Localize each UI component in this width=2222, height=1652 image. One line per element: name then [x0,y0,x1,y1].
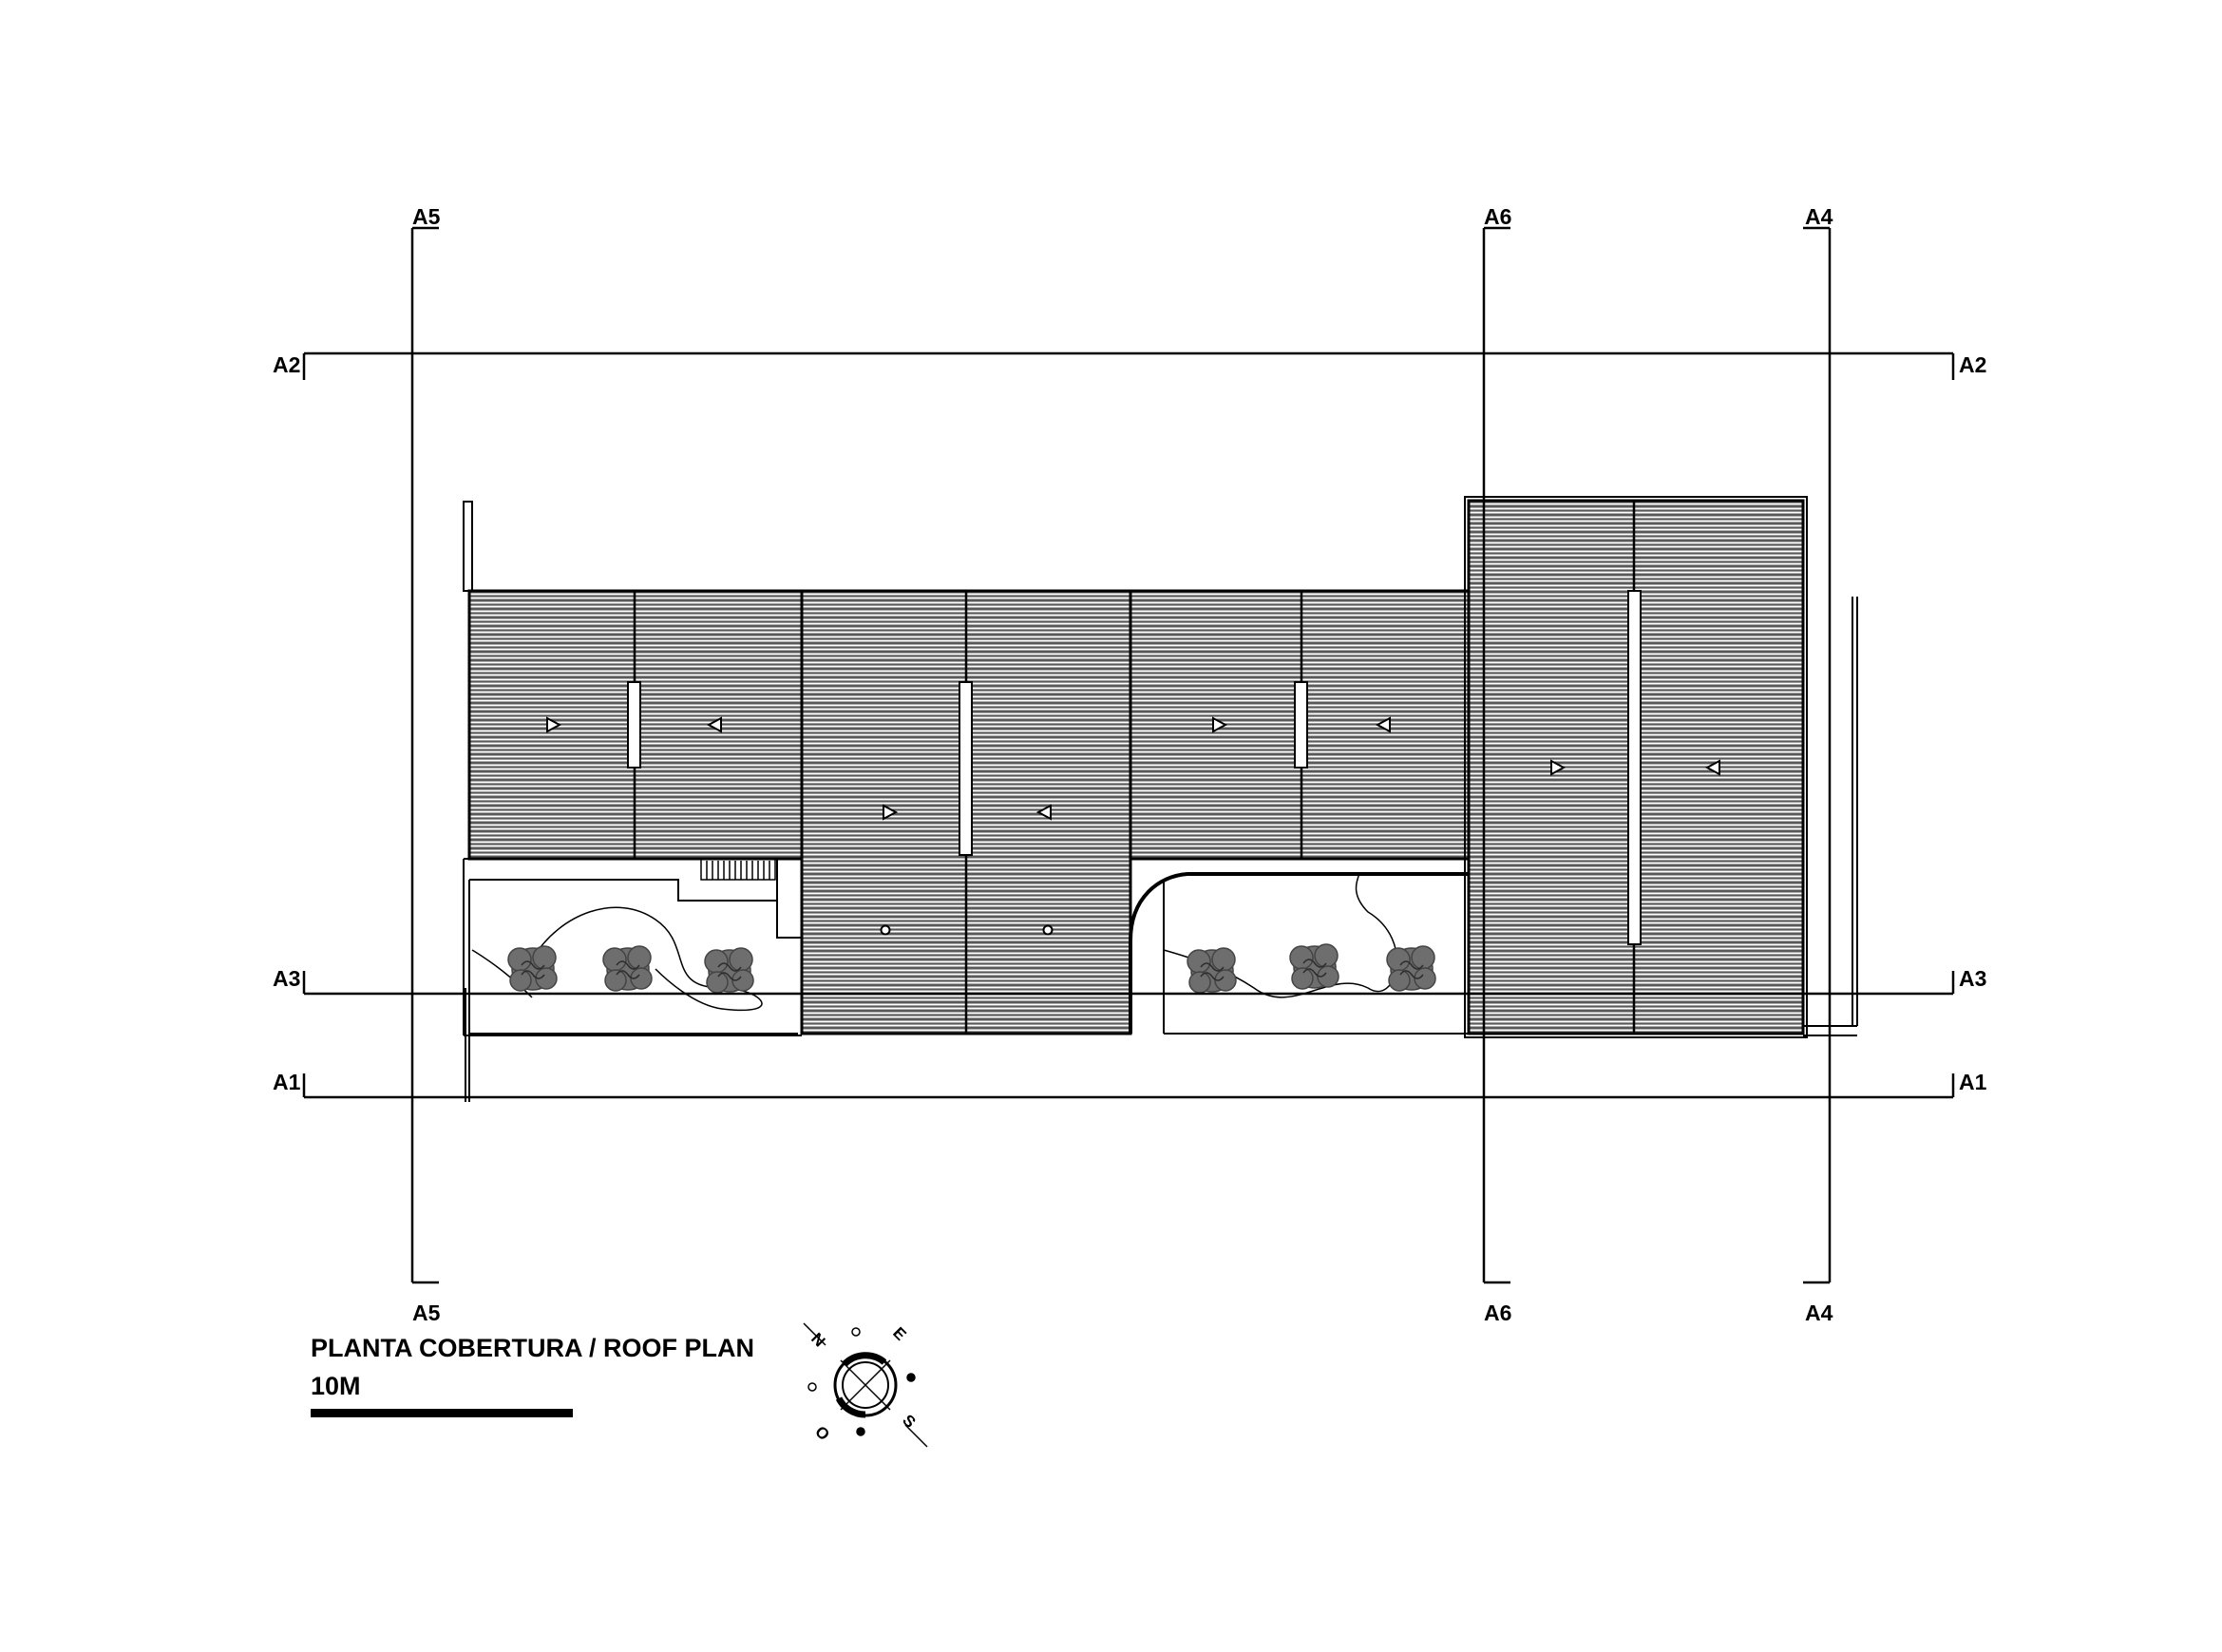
sun-icon [807,1327,916,1436]
section-label-a2-right: A2 [1959,352,1986,377]
roof-volume-4 [1464,496,1808,1038]
roof-plan [463,496,1858,1102]
tree-symbol [1386,945,1436,992]
slope-arrow [1704,759,1720,776]
tree-symbol [507,945,558,992]
trees [507,943,1436,994]
compass-east: E [889,1323,909,1343]
tree-symbol [602,945,653,992]
tree-symbol [1289,943,1339,990]
section-label-a4-top: A4 [1805,204,1833,229]
roof-volume-1 [467,589,804,861]
stair-steps [700,858,776,881]
section-label-a6-top: A6 [1484,204,1511,229]
slope-arrow [546,716,562,733]
scale-label: 10M [311,1372,361,1400]
courtyard-1 [463,858,802,1036]
drawing-title: PLANTA COBERTURA / ROOF PLAN [311,1334,754,1362]
section-label-a4-bottom: A4 [1805,1301,1833,1325]
section-line-a5 [410,226,439,1284]
section-label-a6-bottom: A6 [1484,1301,1511,1325]
section-labels: A5 A5 A6 A6 A4 A4 A2 A2 A3 A3 A1 A1 [273,204,1987,1325]
section-lines [302,226,1955,1284]
section-label-a5-bottom: A5 [412,1301,441,1325]
section-label-a2-left: A2 [273,352,300,377]
section-label-a5-top: A5 [412,204,441,229]
tree-symbol [704,947,754,994]
section-line-a1 [302,1073,1955,1099]
slope-arrow [1550,759,1567,776]
slope-arrow [1035,804,1052,821]
title-block: PLANTA COBERTURA / ROOF PLAN 10M [311,1334,754,1417]
slope-arrow [1212,716,1228,733]
section-line-a4 [1803,226,1832,1284]
tree-symbol [1187,947,1237,994]
section-line-a6 [1482,226,1510,1284]
section-line-a3 [302,971,1955,996]
section-line-a2 [302,351,1955,380]
section-label-a1-right: A1 [1959,1070,1987,1094]
scale-bar [311,1409,573,1417]
compass-west: O [811,1422,833,1444]
section-label-a3-left: A3 [273,966,300,991]
roof-volume-2 [800,589,1132,1035]
roof-drain [880,924,891,936]
section-label-a3-right: A3 [1959,966,1986,991]
slope-arrow [883,804,899,821]
compass-north: N [807,1329,828,1350]
slope-arrow [1375,716,1391,733]
compass-south: S [899,1411,919,1431]
roof-volume-3 [1129,589,1471,861]
compass-rose: N E S O [803,1322,928,1448]
section-label-a1-left: A1 [273,1070,301,1094]
slope-arrow [706,716,722,733]
roof-drain [1042,924,1054,936]
